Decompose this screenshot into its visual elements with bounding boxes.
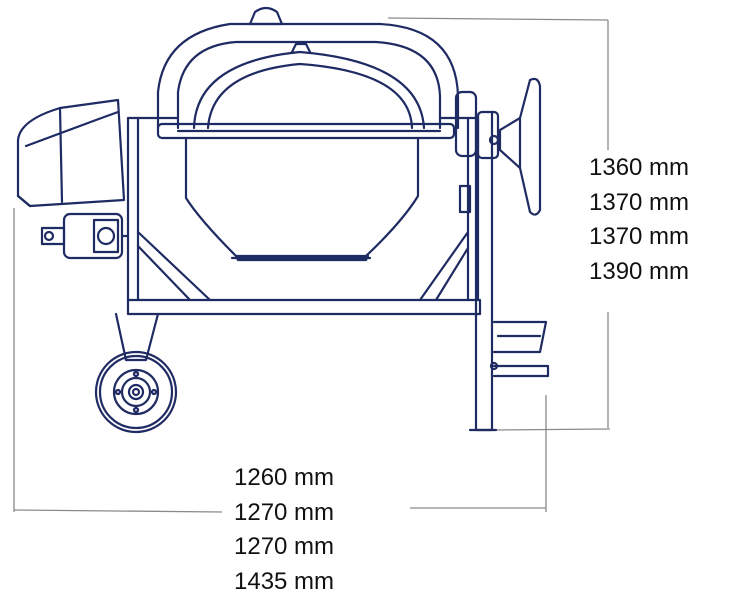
width-dimension-lines	[13, 208, 547, 513]
wheel-rim	[112, 368, 160, 416]
width-dimension-3: 1270 mm	[234, 533, 335, 560]
drum-lid	[192, 50, 426, 130]
width-dimension-2: 1270 mm	[234, 498, 335, 526]
height-dimension-1: 1360 mm	[589, 154, 690, 181]
motor-cover	[16, 98, 126, 208]
mixer-outline	[16, 6, 550, 434]
drum-body	[184, 136, 420, 258]
wheel-tire	[94, 350, 178, 434]
bottom-beam	[126, 298, 482, 316]
width-dimension-labels: 1260 mm 1270 mm 1270 mm 1435 mm	[234, 461, 334, 599]
drum-rim	[156, 122, 456, 140]
discharge-chute	[492, 320, 548, 354]
lifting-hook	[248, 6, 284, 26]
wheel-leg	[114, 312, 160, 362]
height-dimension-2: 1370 mm	[589, 188, 690, 216]
width-dimension-1: 1260 mm	[234, 464, 335, 491]
hand-wheel-hub	[454, 90, 478, 158]
foot-pedal	[492, 364, 550, 378]
height-dimension-4: 1390 mm	[589, 257, 690, 285]
height-dimension-labels: 1360 mm 1370 mm 1370 mm 1390 mm	[589, 151, 689, 289]
hand-wheel	[498, 77, 542, 216]
arch-frame	[156, 22, 460, 130]
width-dimension-4: 1435 mm	[234, 567, 335, 595]
height-dimension-lines	[387, 17, 611, 431]
height-dimension-3: 1370 mm	[589, 223, 690, 250]
